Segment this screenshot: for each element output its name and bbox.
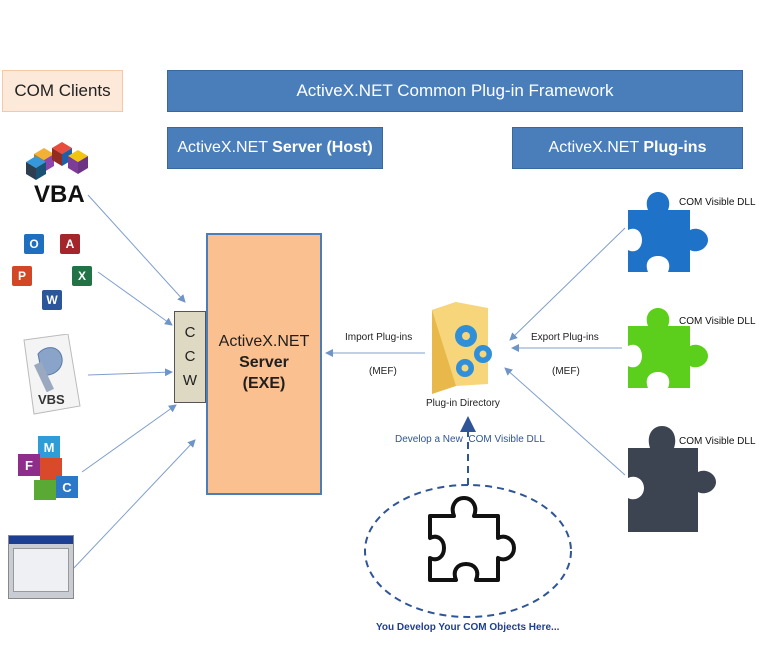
plugin-dark-label: COM Visible DLL (679, 436, 756, 447)
develop-here-label: You Develop Your COM Objects Here... (376, 622, 560, 633)
access-icon: A (60, 234, 80, 254)
develop-area-ellipse (364, 484, 572, 618)
plugin-dark (620, 418, 720, 543)
server-host-bold: Server (Host) (272, 139, 373, 156)
vba-label: VBA (34, 181, 85, 208)
vba-cubes-icon (26, 142, 88, 180)
ccw-letter: W (182, 372, 198, 389)
puzzle-blue-icon (628, 192, 708, 272)
plugins-header-prefix: ActiveX.NET (548, 139, 644, 156)
arrow-office-to-ccw (97, 271, 173, 326)
activex-server-box: ActiveX.NET Server (EXE) (206, 233, 322, 495)
mfc-letter-c: C (56, 476, 78, 498)
server-line3: (EXE) (242, 375, 286, 392)
plugin-green (620, 304, 712, 401)
plugin-directory-folder-icon (428, 302, 500, 394)
ccw-box: C C W (174, 311, 206, 403)
plugin-blue (620, 188, 712, 285)
puzzle-outline-icon (420, 488, 520, 589)
plugins-header: ActiveX.NET Plug-ins (512, 127, 743, 169)
export-mef-label: (MEF) (552, 366, 580, 377)
word-icon: W (42, 290, 62, 310)
server-host-header: ActiveX.NET Server (Host) (167, 127, 383, 169)
mfc-blocks-icon: M F C (16, 436, 82, 504)
arrow-vbs-to-ccw (87, 368, 173, 377)
plugin-green-label: COM Visible DLL (679, 316, 756, 327)
mfc-letter-m: M (38, 436, 60, 458)
vbs-script-icon: VBS (16, 333, 88, 418)
plugins-header-bold: Plug-ins (643, 139, 707, 156)
vba-client: VBA (22, 140, 92, 208)
import-mef-label: (MEF) (369, 366, 397, 377)
arrow-vb-to-ccw (71, 439, 196, 571)
outlook-icon: O (24, 234, 44, 254)
server-line1: ActiveX.NET (218, 333, 310, 350)
arrow-export-blue (509, 227, 626, 341)
mfc-letter-f: F (18, 454, 40, 476)
plugin-blue-label: COM Visible DLL (679, 197, 756, 208)
import-plugins-label: Import Plug-ins (345, 332, 413, 343)
ccw-letter: C (184, 348, 196, 365)
export-plugins-label: Export Plug-ins (531, 332, 599, 343)
server-line2: Server (239, 354, 289, 371)
puzzle-green-icon (628, 308, 708, 388)
arrow-mfc-to-ccw (81, 404, 177, 473)
vbs-label: VBS (38, 392, 65, 407)
ccw-letter: C (184, 324, 196, 341)
com-clients-label: COM Clients (2, 70, 123, 112)
visual-basic-window-icon (8, 535, 74, 599)
arrow-vba-to-ccw (87, 194, 186, 303)
excel-icon: X (72, 266, 92, 286)
puzzle-dark-icon (628, 426, 716, 532)
office-apps-icon: O A P X W (12, 232, 102, 314)
mfc-block-green (34, 480, 56, 500)
server-host-prefix: ActiveX.NET (177, 139, 273, 156)
develop-new-label: Develop a New COM Visible DLL (395, 434, 545, 445)
vb-titlebar (9, 536, 73, 544)
mfc-block-red (40, 458, 62, 480)
powerpoint-icon: P (12, 266, 32, 286)
arrow-export-dark (504, 367, 626, 476)
framework-title-bar: ActiveX.NET Common Plug-in Framework (167, 70, 743, 112)
plugin-directory-label: Plug-in Directory (426, 398, 500, 409)
vb-content (13, 548, 69, 592)
